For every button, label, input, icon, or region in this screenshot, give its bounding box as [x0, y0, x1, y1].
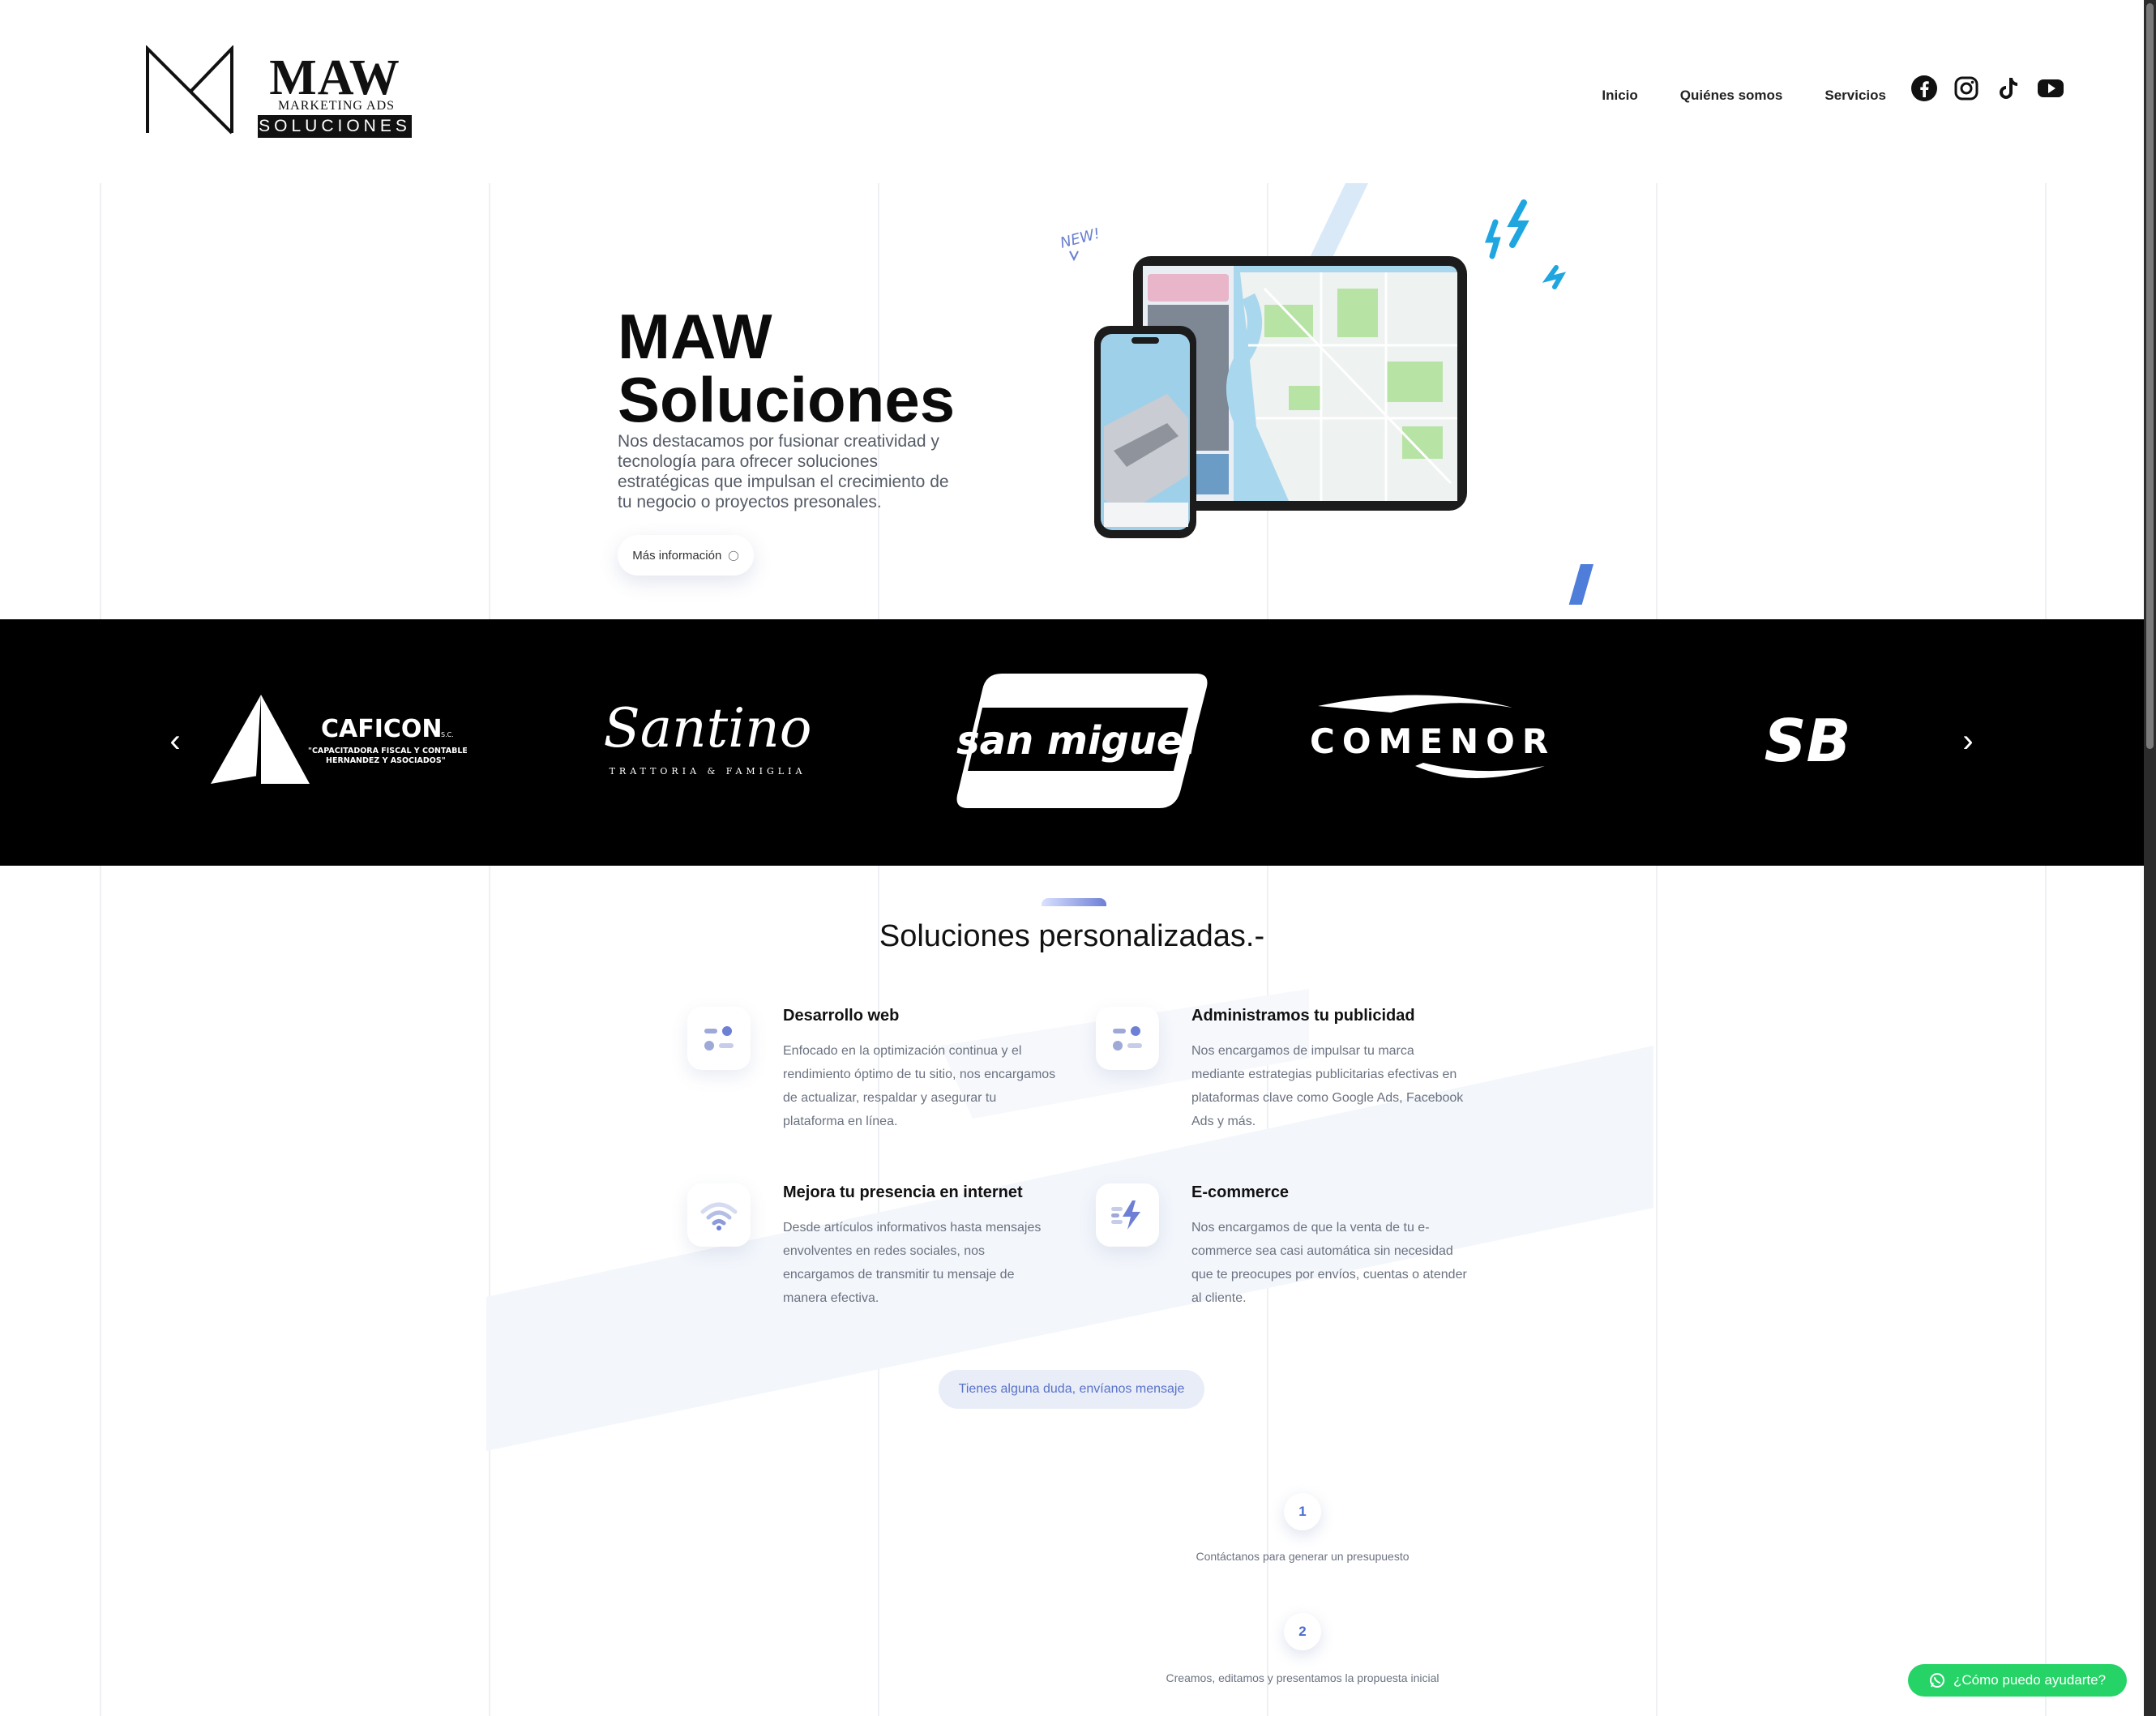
hero-title-line1: MAW — [618, 301, 772, 372]
nav-inicio[interactable]: Inicio — [1602, 88, 1638, 103]
clients-carousel: ‹ › CAFICON S.C. "CAPACITADORA FISCAL Y … — [0, 619, 2144, 866]
site-header: MAW MARKETING ADS WEB SOLUCIONES Inicio … — [0, 0, 2144, 183]
guide-line — [2045, 183, 2047, 1716]
tiktok-icon[interactable] — [1995, 75, 2022, 102]
service-title: Administramos tu publicidad — [1191, 1007, 1415, 1025]
facebook-icon[interactable] — [1910, 75, 1938, 102]
site-logo[interactable]: MAW MARKETING ADS WEB SOLUCIONES — [144, 45, 412, 139]
whatsapp-small-icon: ◯ — [728, 550, 739, 561]
svg-text:Santino: Santino — [604, 697, 812, 760]
whatsapp-label: ¿Cómo puedo ayudarte? — [1953, 1672, 2107, 1688]
service-description: Enfocado en la optimización continua y e… — [783, 1044, 1056, 1128]
service-title: E-commerce — [1191, 1183, 1290, 1201]
social-links — [1910, 75, 2064, 102]
service-description: Nos encargamos de que la venta de tu e-c… — [1191, 1221, 1467, 1305]
client-logo-san-miguel: san miguel — [953, 652, 1211, 830]
service-description: Nos encargamos de impulsar tu marca medi… — [1191, 1044, 1464, 1128]
carousel-next-arrow[interactable]: › — [1962, 723, 1974, 759]
service-description: Desde artículos informativos hasta mensa… — [783, 1221, 1042, 1305]
guide-line — [878, 183, 879, 1716]
svg-text:TRATTORIA & FAMIGLIA: TRATTORIA & FAMIGLIA — [610, 766, 806, 777]
lightning-accent — [1542, 265, 1567, 289]
guide-line — [1267, 183, 1268, 1716]
main-nav: Inicio Quiénes somos Servicios — [1602, 88, 1886, 104]
hero-title-line2: Soluciones — [618, 364, 956, 435]
svg-text:CAFICON: CAFICON — [321, 715, 443, 743]
logo-mark-icon — [146, 45, 233, 135]
whatsapp-icon — [1929, 1673, 1944, 1688]
more-info-button[interactable]: Más información ◯ — [618, 535, 754, 576]
nav-quienes-somos[interactable]: Quiénes somos — [1679, 88, 1783, 103]
service-title: Desarrollo web — [783, 1007, 900, 1025]
sliders-icon — [687, 1007, 751, 1070]
carousel-prev-arrow[interactable]: ‹ — [169, 723, 181, 759]
step-text: Creamos, editamos y presentamos la propu… — [1166, 1671, 1439, 1684]
client-logo-caficon: CAFICON S.C. "CAPACITADORA FISCAL Y CONT… — [207, 652, 467, 830]
lightning-icon — [1096, 1183, 1159, 1247]
svg-text:SB: SB — [1765, 707, 1851, 775]
lightning-accent — [1507, 199, 1529, 248]
section-deco-bar — [1042, 898, 1106, 906]
logo-brand: MAW — [269, 50, 400, 105]
guide-line — [100, 183, 101, 1716]
instagram-icon[interactable] — [1953, 75, 1980, 102]
new-badge-arrow — [1069, 250, 1079, 262]
hero-title: MAW Soluciones — [618, 305, 955, 431]
svg-text:"CAPACITADORA FISCAL Y CONTABL: "CAPACITADORA FISCAL Y CONTABLE — [308, 747, 467, 755]
more-info-label: Más información — [632, 548, 722, 563]
client-logo-comenor: COMENOR — [1302, 652, 1561, 830]
svg-text:san miguel: san miguel — [956, 718, 1196, 764]
new-badge: NEW! — [1059, 225, 1102, 252]
svg-text:HERNANDEZ Y ASOCIADOS": HERNANDEZ Y ASOCIADOS" — [326, 756, 446, 765]
client-logo-santino: Santino TRATTORIA & FAMIGLIA — [597, 652, 819, 830]
step-number: 1 — [1284, 1493, 1321, 1530]
logo-subtitle: SOLUCIONES — [258, 115, 412, 138]
services-title: Soluciones personalizadas.- — [879, 919, 1265, 953]
light-streak — [1307, 183, 1368, 264]
light-streak — [1568, 564, 1593, 605]
client-logo-sb: SB — [1726, 652, 1889, 830]
step-number: 2 — [1284, 1613, 1321, 1650]
svg-text:S.C.: S.C. — [441, 731, 454, 738]
hero-description: Nos destacamos por fusionar creatividad … — [618, 432, 949, 511]
hero-devices-illustration: NEW! — [1059, 183, 1593, 605]
sliders-icon — [1096, 1007, 1159, 1070]
step-text: Contáctanos para generar un presupuesto — [1196, 1550, 1410, 1563]
svg-text:COMENOR: COMENOR — [1310, 721, 1555, 761]
lightning-accent — [1485, 219, 1501, 259]
contact-cta-button[interactable]: Tienes alguna duda, envíanos mensaje — [939, 1370, 1204, 1409]
guide-line — [489, 183, 490, 1716]
whatsapp-chat-button[interactable]: ¿Cómo puedo ayudarte? — [1908, 1664, 2127, 1697]
service-title: Mejora tu presencia en internet — [783, 1183, 1023, 1201]
scrollbar-thumb[interactable] — [2146, 3, 2154, 749]
youtube-icon[interactable] — [2037, 75, 2064, 102]
nav-servicios[interactable]: Servicios — [1824, 88, 1886, 103]
guide-line — [1656, 183, 1658, 1716]
wifi-icon — [687, 1183, 751, 1247]
